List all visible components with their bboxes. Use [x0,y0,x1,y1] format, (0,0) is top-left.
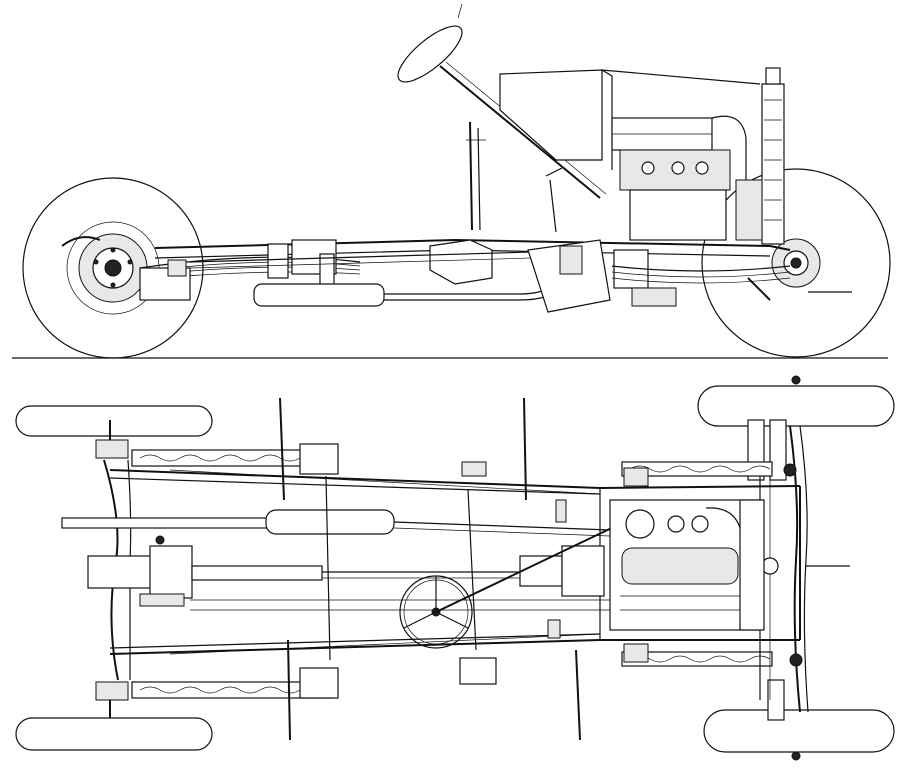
radiator-side [735,67,785,245]
differential-housing [149,545,193,599]
engine-block-plan [621,547,739,585]
propeller-shaft-plan [191,545,605,597]
rear-left-tyre [15,405,213,437]
rear-axle-assembly [139,259,191,301]
control-levers [466,121,563,233]
exhaust-muffler [253,281,567,307]
rear-axle-plan [87,459,193,681]
frame-side-rail [154,238,791,285]
front-axle-plan [759,425,809,713]
rear-wheel-side [22,177,204,359]
radiator-plan [739,499,765,631]
rear-right-tyre [15,717,213,751]
muffler-plan [265,509,395,535]
engine-block-side [611,115,747,241]
front-wheels-plan [697,375,895,761]
transmission-side [527,239,611,313]
plan-view [15,375,895,761]
engine-plan [609,499,779,631]
steering-column-plan [435,523,621,613]
gearbox-plan [561,545,605,597]
front-wheel-side [701,168,891,358]
front-right-tyre [703,709,895,753]
front-left-tyre [697,385,895,427]
exhaust-plan [61,509,611,537]
body-mounts [459,461,567,685]
cross-members [190,397,610,741]
steering-wheel-side [397,25,463,83]
front-leaf-spring [611,249,791,307]
frame-rails-plan [109,469,801,655]
side-elevation-view [12,3,891,359]
rear-wheels-plan [15,405,213,751]
front-springs-plan [621,461,773,667]
universal-joint [519,555,563,587]
